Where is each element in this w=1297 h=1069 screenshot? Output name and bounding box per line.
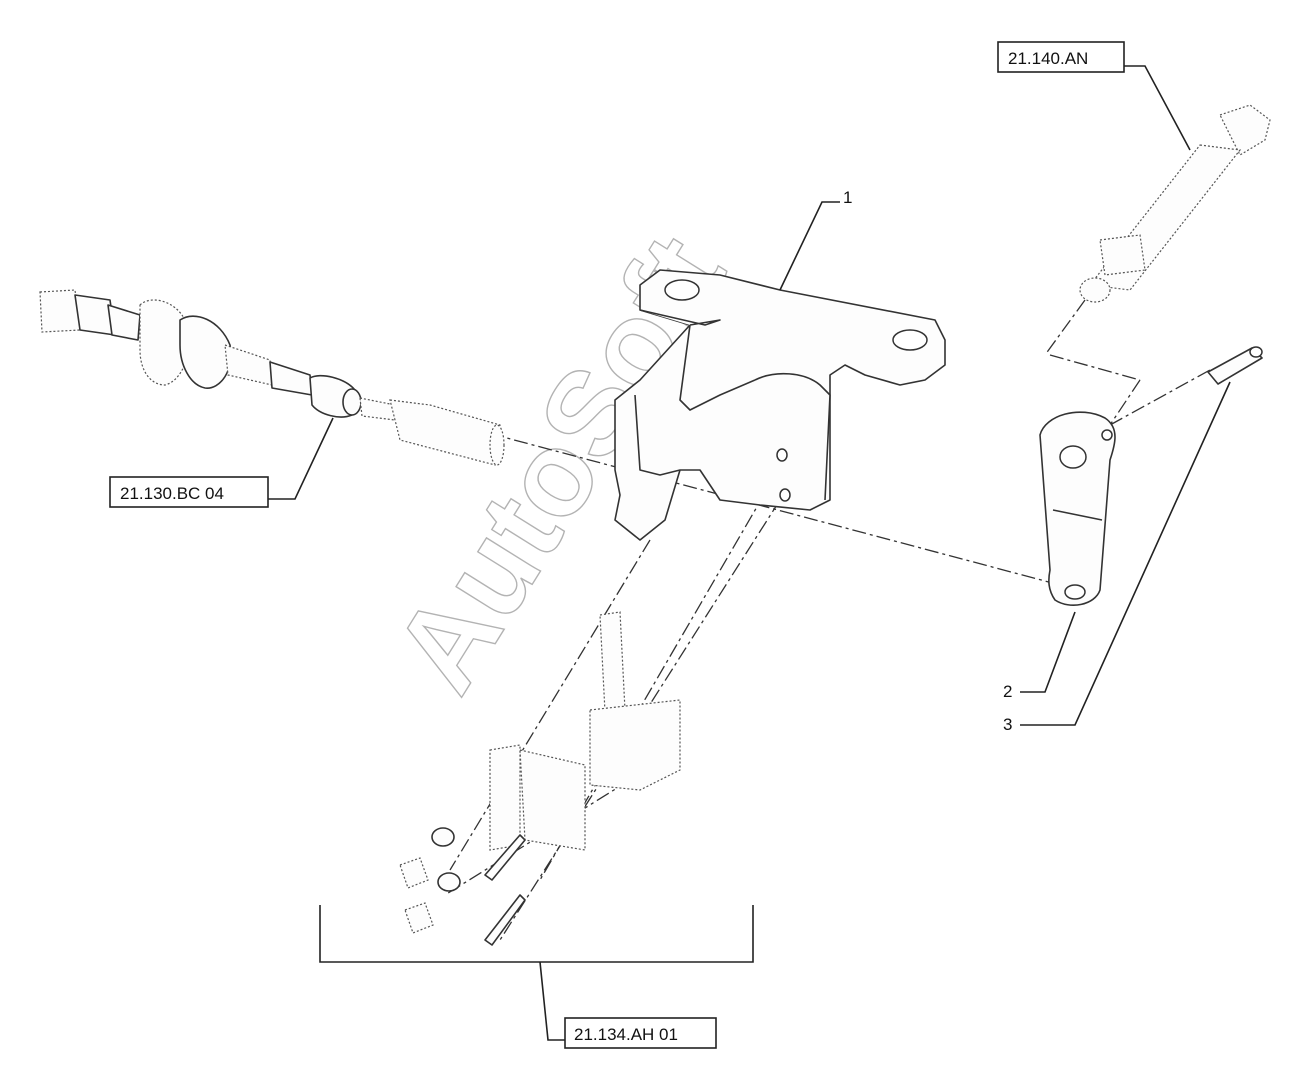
bracket-part-1 (614, 269, 946, 541)
callout-item-3: 3 (1003, 381, 1231, 734)
ref-box-21-134-ah-01[interactable]: 21.134.AH 01 (539, 961, 717, 1049)
mounting-hardware-assembly (399, 611, 681, 946)
steering-shaft-assembly (39, 289, 505, 466)
callout-number-1: 1 (843, 188, 852, 207)
ref-label-left: 21.130.BC 04 (120, 484, 224, 503)
ref-label-bottom: 21.134.AH 01 (574, 1025, 678, 1044)
pin-part-3 (1207, 346, 1263, 385)
callout-item-2: 2 (1003, 611, 1076, 701)
upper-shaft (1079, 104, 1271, 303)
callout-number-3: 3 (1003, 715, 1012, 734)
callout-number-2: 2 (1003, 682, 1012, 701)
assembly-bracket-line (319, 905, 754, 963)
ref-label-top-right: 21.140.AN (1008, 49, 1088, 68)
callout-item-1: 1 (779, 188, 852, 291)
ref-box-21-140-an[interactable]: 21.140.AN (997, 41, 1191, 151)
lever-part-2 (1039, 411, 1116, 606)
ref-box-21-130-bc-04[interactable]: 21.130.BC 04 (109, 417, 334, 508)
